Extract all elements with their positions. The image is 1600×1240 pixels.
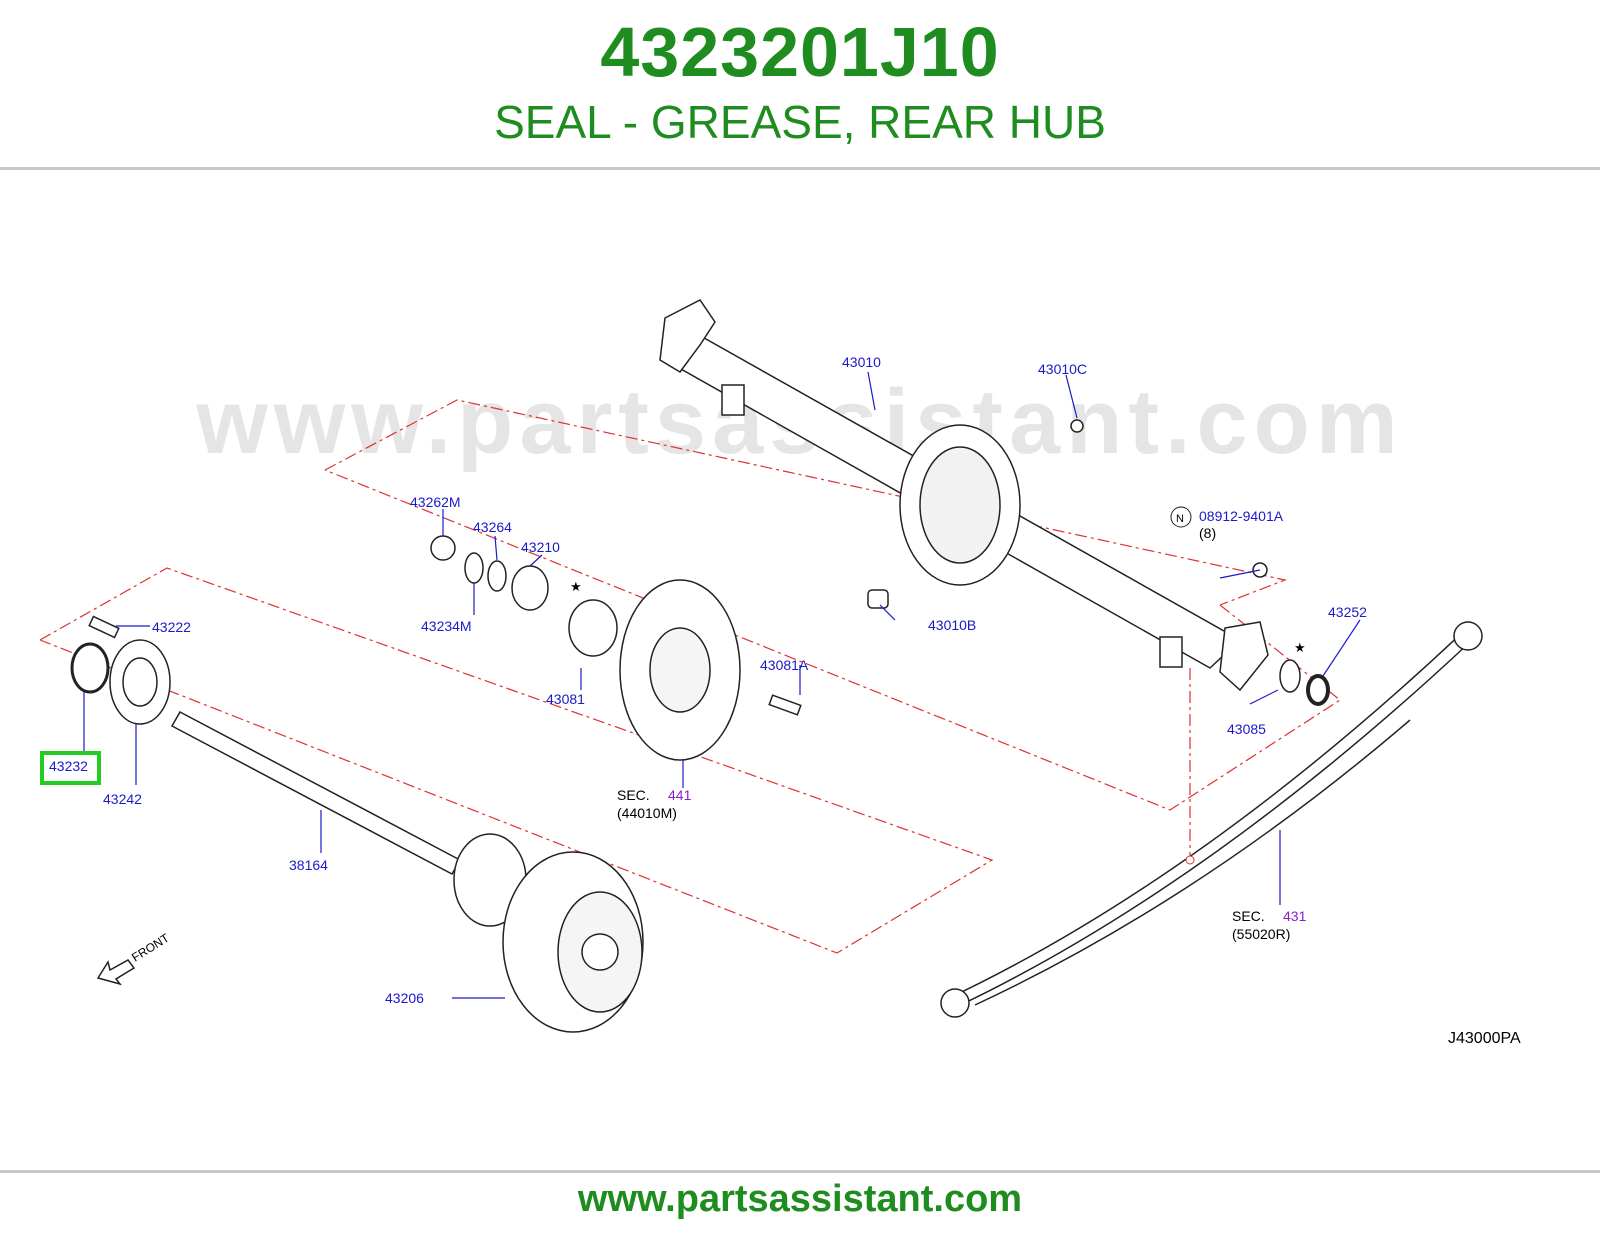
section-dot [1185, 855, 1195, 865]
callout-43010C[interactable]: 43010C [1038, 361, 1087, 377]
brake-drum-hub [581, 933, 619, 971]
lock-nut-43262M [430, 535, 456, 561]
callout-43262M[interactable]: 43262M [410, 494, 461, 510]
n-marker-text: N [1176, 513, 1184, 525]
bearing-43210 [511, 565, 549, 611]
sec-441-prefix: SEC. [617, 787, 650, 803]
callout-43010[interactable]: 43010 [842, 354, 881, 370]
callout-43010B[interactable]: 43010B [928, 617, 976, 633]
leaf-3 [974, 719, 1411, 1006]
gasket-43242-inner [122, 657, 158, 707]
shaft-parts [70, 615, 644, 1033]
callout-43242[interactable]: 43242 [103, 791, 142, 807]
sec-431-link[interactable]: 431 [1283, 908, 1307, 924]
callout-43222[interactable]: 43222 [152, 619, 191, 635]
axle-end-right [1219, 621, 1269, 692]
callout-43085[interactable]: 43085 [1227, 721, 1266, 737]
sec-431-prefix: SEC. [1232, 908, 1265, 924]
highlighted-part-box[interactable] [40, 751, 101, 785]
callout-43210[interactable]: 43210 [521, 539, 560, 555]
sec-441-link[interactable]: 441 [668, 787, 692, 803]
sec-441-ref: (44010M) [617, 805, 677, 821]
axle-housing [659, 299, 1269, 692]
callout-43081A[interactable]: 43081A [760, 657, 809, 673]
axle-shaft-38164 [170, 710, 462, 876]
washer-43264 [487, 560, 507, 592]
diagram-svg: 43010 43010C 43262M 43264 43210 43234M N… [39, 299, 1521, 1047]
n-marker-circle [1170, 506, 1192, 528]
outline-upper [324, 399, 1288, 606]
diagram-code: J43000PA [1448, 1030, 1521, 1047]
spring-eye-front [1453, 621, 1483, 651]
bolt-43222 [88, 615, 120, 639]
spring-seat-right [1159, 636, 1183, 668]
part-number-title: 4323201J10 [600, 13, 1000, 91]
breather [1070, 419, 1084, 433]
hub-parts [430, 535, 1330, 761]
plug [867, 589, 889, 609]
front-arrow-icon [96, 959, 136, 986]
leaf-1 [944, 629, 1466, 1001]
differential-opening [919, 446, 1001, 564]
outline-upper-right [324, 469, 1342, 811]
callout-43264[interactable]: 43264 [473, 519, 512, 535]
top-divider [0, 167, 1600, 170]
leaf-spring [940, 621, 1483, 1018]
callout-43252[interactable]: 43252 [1328, 604, 1367, 620]
callout-43081[interactable]: 43081 [546, 691, 585, 707]
callout-08912-qty: (8) [1199, 525, 1216, 541]
bottom-divider [0, 1170, 1600, 1173]
assembly-outlines [39, 399, 1342, 954]
washer-43234M [464, 552, 484, 584]
axle-end-left [659, 299, 716, 373]
header: 4323201J10 SEAL - GREASE, REAR HUB [0, 0, 1600, 170]
star-marker-1: ★ [570, 579, 582, 594]
callout-43234M[interactable]: 43234M [421, 618, 472, 634]
part-description: SEAL - GREASE, REAR HUB [494, 96, 1106, 148]
footer-url[interactable]: www.partsassistant.com [577, 1178, 1023, 1220]
highlighted-part-label[interactable]: 43232 [49, 758, 88, 774]
star-marker-2: ★ [1294, 640, 1306, 655]
spring-eye-rear [940, 988, 970, 1018]
callout-38164[interactable]: 38164 [289, 857, 328, 873]
backing-plate-center [649, 627, 711, 713]
leaf-2 [949, 641, 1471, 1011]
callout-43206[interactable]: 43206 [385, 990, 424, 1006]
parts-diagram: 43010 43010C 43262M 43264 43210 43234M N… [0, 270, 1600, 1070]
spring-seat-left [721, 384, 745, 416]
seal-43252 [1306, 674, 1330, 706]
outline-lower [39, 567, 994, 954]
grease-seal-43232 [70, 642, 110, 694]
callout-08912-9401A[interactable]: 08912-9401A [1199, 508, 1284, 524]
leader-lines [83, 371, 1361, 999]
front-label: FRONT [129, 930, 172, 964]
oring-43085 [1279, 659, 1301, 693]
bearing-cage-43081 [568, 599, 618, 657]
bolt-43081A [768, 694, 802, 716]
sec-431-ref: (55020R) [1232, 926, 1290, 942]
